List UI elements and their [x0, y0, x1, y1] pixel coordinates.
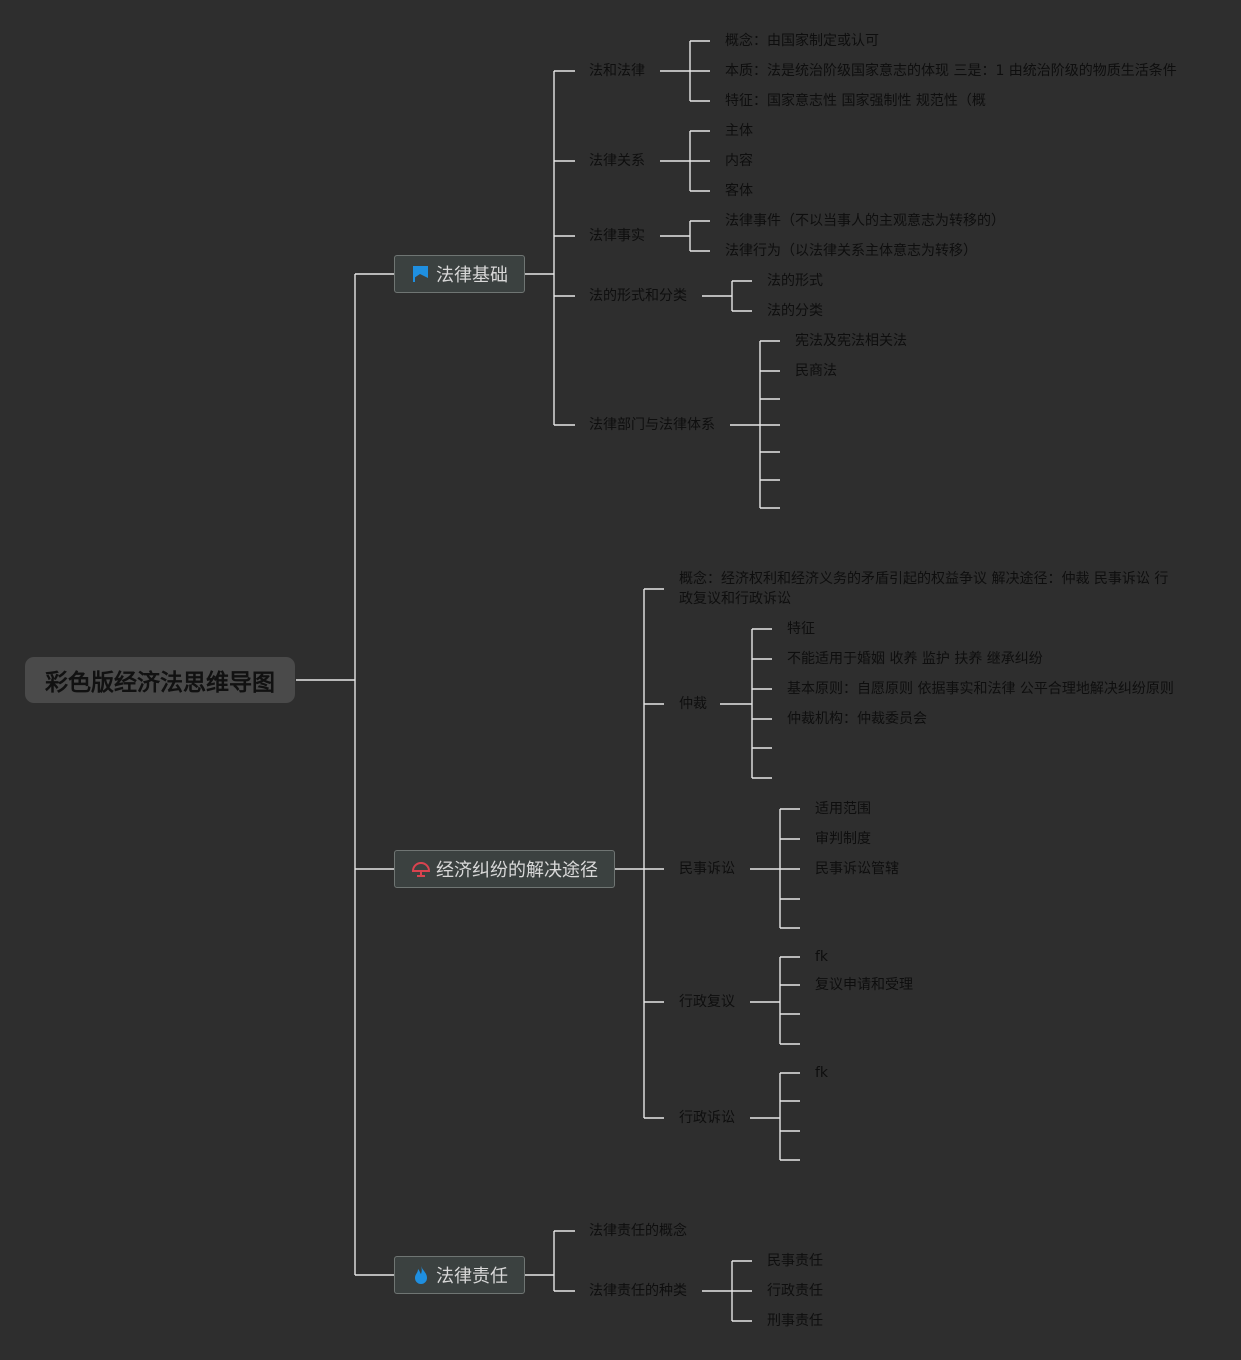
node-admin-review[interactable]: 行政复议 [679, 994, 735, 1010]
node-law-forms[interactable]: 法的形式和分类 [589, 288, 687, 304]
branch-label: 法律基础 [436, 265, 508, 286]
node-legal-relation[interactable]: 法律关系 [589, 153, 645, 169]
leaf-admin-liability[interactable]: 行政责任 [767, 1283, 823, 1299]
leaf-law-classification[interactable]: 法的分类 [767, 303, 823, 319]
leaf-civil-liability[interactable]: 民事责任 [767, 1253, 823, 1269]
leaf-jurisdiction[interactable]: 民事诉讼管辖 [815, 861, 899, 877]
node-law-departments[interactable]: 法律部门与法律体系 [589, 417, 715, 433]
node-law-and-statute[interactable]: 法和法律 [589, 63, 645, 79]
leaf-legal-event[interactable]: 法律事件（不以当事人的主观意志为转移的） [725, 213, 1005, 229]
leaf-concept[interactable]: 概念：由国家制定或认可 [725, 33, 879, 49]
node-liability-types[interactable]: 法律责任的种类 [589, 1283, 687, 1299]
leaf-application[interactable]: 复议申请和受理 [815, 977, 913, 993]
branch-label: 经济纠纷的解决途径 [436, 860, 598, 881]
branch-label: 法律责任 [436, 1266, 508, 1287]
branch-legal-basics[interactable]: 法律基础 [394, 255, 525, 293]
leaf-arbitration-features[interactable]: 特征 [787, 621, 815, 637]
leaf-object[interactable]: 客体 [725, 183, 753, 199]
leaf-features[interactable]: 特征：国家意志性 国家强制性 规范性（概 [725, 93, 986, 109]
leaf-subject[interactable]: 主体 [725, 123, 753, 139]
root-node[interactable]: 彩色版经济法思维导图 [25, 657, 295, 703]
leaf-arbitration-body[interactable]: 仲裁机构：仲裁委员会 [787, 711, 927, 727]
branch-dispute-resolution[interactable]: 经济纠纷的解决途径 [394, 850, 615, 888]
leaf-criminal-liability[interactable]: 刑事责任 [767, 1313, 823, 1329]
node-civil-litigation[interactable]: 民事诉讼 [679, 861, 735, 877]
leaf-essence[interactable]: 本质：法是统治阶级国家意志的体现 三是：1 由统治阶级的物质生活条件 [725, 63, 1177, 79]
flag-icon [411, 264, 431, 284]
leaf-fk[interactable]: fk [815, 949, 829, 965]
leaf-fk[interactable]: fk [815, 1065, 829, 1081]
node-arbitration[interactable]: 仲裁 [679, 696, 707, 712]
node-liability-concept[interactable]: 法律责任的概念 [589, 1223, 687, 1239]
fire-icon [411, 1265, 431, 1285]
leaf-arbitration-exclusions[interactable]: 不能适用于婚姻 收养 监护 扶养 继承纠纷 [787, 651, 1043, 667]
node-admin-litigation[interactable]: 行政诉讼 [679, 1110, 735, 1126]
leaf-civil-commercial[interactable]: 民商法 [795, 363, 837, 379]
leaf-content[interactable]: 内容 [725, 153, 753, 169]
leaf-legal-act[interactable]: 法律行为（以法律关系主体意志为转移） [725, 243, 977, 259]
branch-legal-liability[interactable]: 法律责任 [394, 1256, 525, 1294]
node-dispute-concept[interactable]: 概念：经济权利和经济义务的矛盾引起的权益争议 解决途径：仲裁 民事诉讼 行政复议… [679, 571, 1169, 607]
leaf-law-form[interactable]: 法的形式 [767, 273, 823, 289]
leaf-scope[interactable]: 适用范围 [815, 801, 871, 817]
leaf-constitution[interactable]: 宪法及宪法相关法 [795, 333, 907, 349]
umbrella-icon [411, 859, 431, 879]
leaf-trial-system[interactable]: 审判制度 [815, 831, 871, 847]
leaf-arbitration-principles[interactable]: 基本原则：自愿原则 依据事实和法律 公平合理地解决纠纷原则 [787, 681, 1174, 697]
node-legal-fact[interactable]: 法律事实 [589, 228, 645, 244]
